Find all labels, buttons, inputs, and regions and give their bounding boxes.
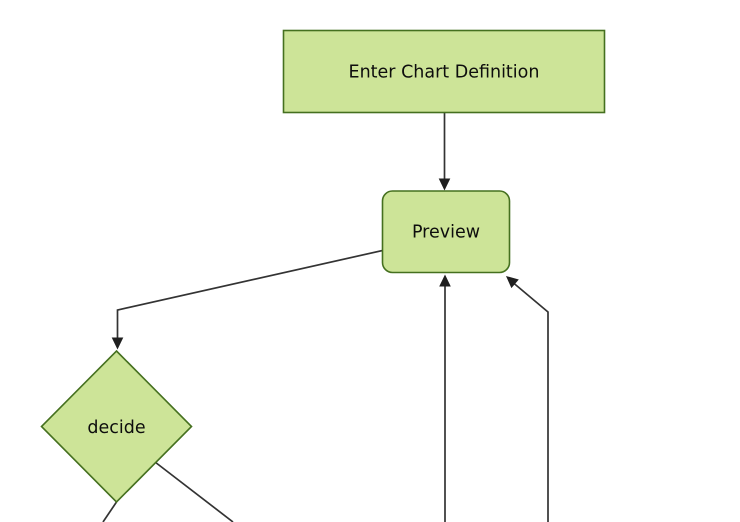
diamond-shape: [40, 349, 193, 504]
edge-offscreen-to-preview-corner: [506, 276, 549, 522]
edge-decide-to-offscreen-left: [102, 501, 118, 522]
edge-offscreen-to-preview-vertical: [439, 274, 451, 522]
edge-decide-to-offscreen-right: [154, 461, 234, 522]
node-preview: Preview: [381, 190, 511, 274]
edge-line: [116, 249, 383, 339]
edge-enterchartdefinition-to-preview: [438, 112, 451, 191]
node-decide: decide: [40, 349, 193, 504]
edge-preview-to-decide: [111, 249, 383, 350]
node-label: decide: [87, 418, 145, 438]
rounded-rectangle-shape: [381, 190, 511, 274]
arrowhead-down-icon: [438, 178, 451, 191]
edge-line: [102, 501, 118, 522]
edge-line: [512, 282, 549, 522]
rectangle-shape: [282, 29, 606, 114]
edge-line: [154, 461, 234, 522]
node-label: Enter Chart Definition: [349, 63, 540, 83]
node-label: Preview: [412, 223, 480, 243]
node-enter-chart-definition: Enter Chart Definition: [282, 29, 606, 114]
arrowhead-up-icon: [439, 274, 451, 287]
arrowhead-down-icon: [111, 337, 124, 350]
arrowhead-up-left-icon: [506, 276, 519, 289]
